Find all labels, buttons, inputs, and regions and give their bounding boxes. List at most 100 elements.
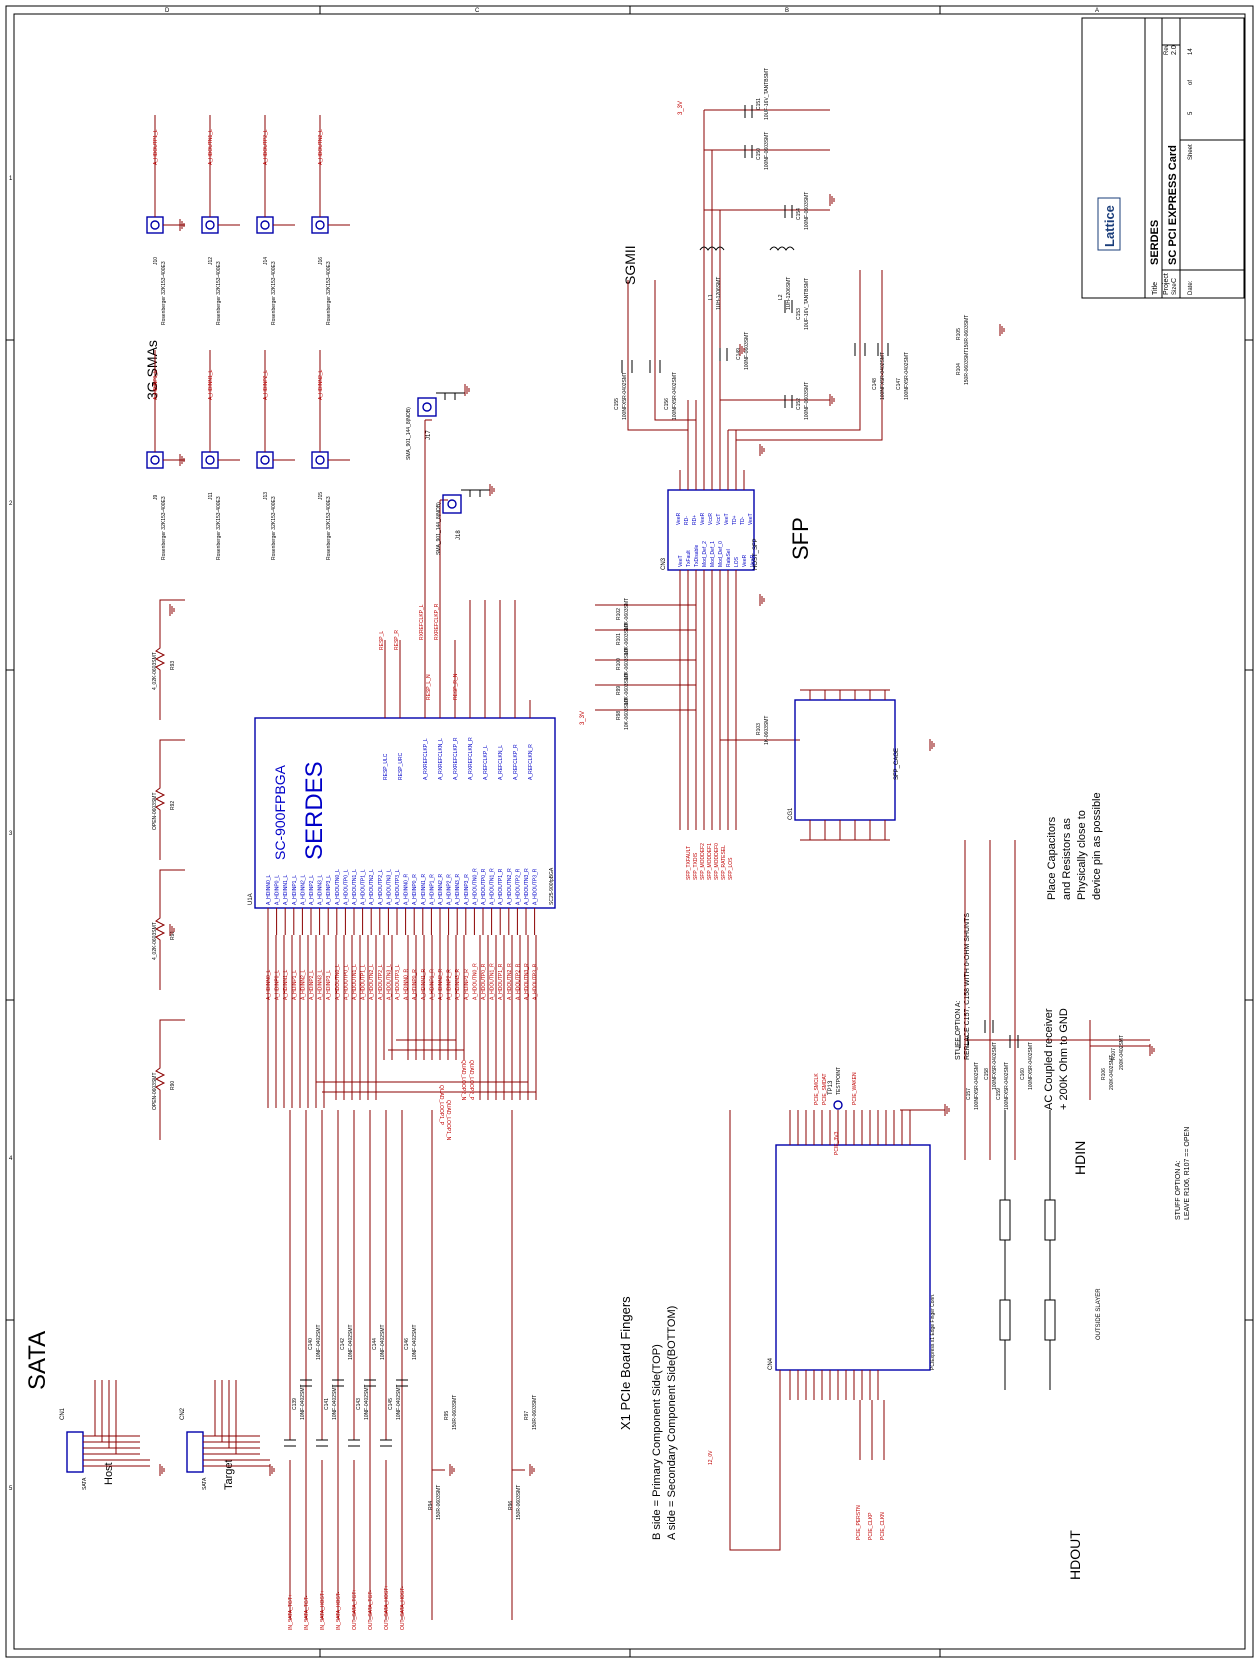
serdes-pin-label: A_HDOUTN3_R [524,868,530,905]
frame-col-d: D [165,8,170,14]
pcie-ref: CN4 [768,1357,774,1370]
sma-net: A_HDINN1_L [208,369,214,400]
frame-ticks [6,6,1253,1657]
svg-text:STUFF OPTION A:: STUFF OPTION A: [1175,1160,1182,1220]
component-ref: R94 [428,1501,434,1510]
serdes-net-label: A_HDOUTP2_R [515,963,521,1000]
sma-part: Rosenberger 32K153-400E3 [271,496,277,560]
sfp-signal: SFP_MODDEF2 [700,843,706,880]
svg-text:TP13: TP13 [828,1080,834,1095]
component-ref: C153 [796,308,802,320]
sata-net-labels: IN_SATA_TGT+IN_SATA_TGT-IN_SATA_HOST+IN_… [288,1585,406,1630]
sfp-signal: SFP_TXFAULT [686,846,692,880]
hdin-caps [959,840,1150,1160]
svg-text:CN2: CN2 [180,1407,186,1420]
note-ac-coupled: AC Coupled receiver + 200K Ohm to GND [1043,1008,1070,1110]
component-value: 10K-0603SMT [624,648,630,680]
section-hdout: HDOUT [1067,1530,1083,1580]
sma-part: Rosenberger 32K153-400E3 [271,261,277,325]
component-value: 100NF-0603SMT [744,332,750,370]
title-value: SERDES [1149,220,1161,265]
resistor-ref: R91 [170,931,176,940]
pcie-testpoint: TP13 TESTPOINT [828,1067,843,1110]
serdes-net-label: A_HDOUTN3_L [386,964,392,1000]
sfp-signal: SFP_LOS [728,857,734,880]
ground-symbol [929,739,935,751]
serdes-net-label: A_HDINP2_L [309,970,315,1000]
serdes-left-pins: A_HDINN0_LA_HDINN0_LA_HDINP0_LA_HDINP0_L… [266,868,539,1000]
resistor-r91: R91 4_02K-0603SMT [152,869,185,990]
section-3g-smas: 3G SMAs [144,340,160,400]
component-value: 100NFX5R-0402SMT [1028,1042,1034,1090]
net-rxrefclkp: RXREFCLKP_L [419,604,425,640]
ground-symbol [489,484,495,496]
component-ref: C160 [1020,1068,1026,1080]
sma-net: A_HDINP2_L [263,370,269,400]
serdes-net-label: A_HDOUTN1_L [352,964,358,1000]
sfp-signal: SFP_TXDIS [693,852,699,880]
pcie-net: PCIE_WAKEN [852,1072,858,1105]
sfp-right-pin: VccR [708,513,714,525]
component-ref: R99 [616,686,622,695]
serdes-net-label: A_HDOUTP0_R [481,963,487,1000]
serdes-right-pin-label: A_REFCLKP_R [513,744,519,780]
sma-part: Rosenberger 32K153-400E3 [216,496,222,560]
serdes-net-label: A_HDINN2_R [438,968,444,1000]
resistor-value: 4_02K-0603SMT [152,922,158,960]
sma-ref: J12 [208,257,214,265]
component-value: 1UH-1206SMT [716,277,722,310]
sma-net: A_HDOUTP2_L [263,129,269,165]
serdes-pin-label: A_HDOUTP1_L [361,869,367,905]
component-value: 10UF-16V_TANTBSMT [804,278,810,330]
sma-j18: J18 SMA_901_144_8(NOB) [436,489,490,555]
serdes-package: SC25-900fpBGA [549,867,555,905]
component-ref: C146 [404,1338,410,1350]
serdes-net-label: A_HDINN3_L [318,969,324,1000]
serdes-u1a: SC-900FPBGA SERDES U1A SC25-900fpBGA A_H… [248,700,556,1000]
pcie-name: PCIExpress x1 Edge Finger Conn. [930,1294,936,1370]
svg-text:Physically close to: Physically close to [1076,810,1088,900]
sfp-wiring [595,109,883,830]
sfp-left-pin: VeeR [742,554,748,567]
serdes-pin-label: A_HDINP1_R [429,874,435,905]
component-value: 1UH-1206SMT [786,277,792,310]
serdes-pin-label: A_HDINN2_L [300,874,306,905]
component-ref: C158 [984,1068,990,1080]
sfp-left-pin: RateSel [726,549,732,567]
component-value: 150R-0603SMT [516,1485,522,1520]
serdes-part-number: SC-900FPBGA [272,764,288,860]
component-ref: C152 [796,398,802,410]
component-value: 10NF-0402SMT [412,1324,418,1360]
serdes-net-label: A_HDOUTP2_L [378,964,384,1000]
of-value: 14 [1188,48,1194,55]
sfp-ref: CN3 [661,557,667,570]
component-ref: C155 [614,398,620,410]
component-value: 150R-0603SMT [436,1485,442,1520]
serdes-net-label: A_HDOUTN3_R [524,963,530,1000]
ground-symbol [944,1104,950,1116]
frame-col-c: C [475,8,480,14]
component-value: 200K-0402SMT [1109,1055,1115,1090]
component-value: 10K-0603SMT [624,698,630,730]
component-value: 10NF-0402SMT [364,1384,370,1420]
pcie-net: PCIE_CLKN [880,1512,886,1540]
sata-conn-cn2: CN2 SATA [180,1380,270,1490]
sfp-signal: SFP_RATESEL [721,845,727,880]
